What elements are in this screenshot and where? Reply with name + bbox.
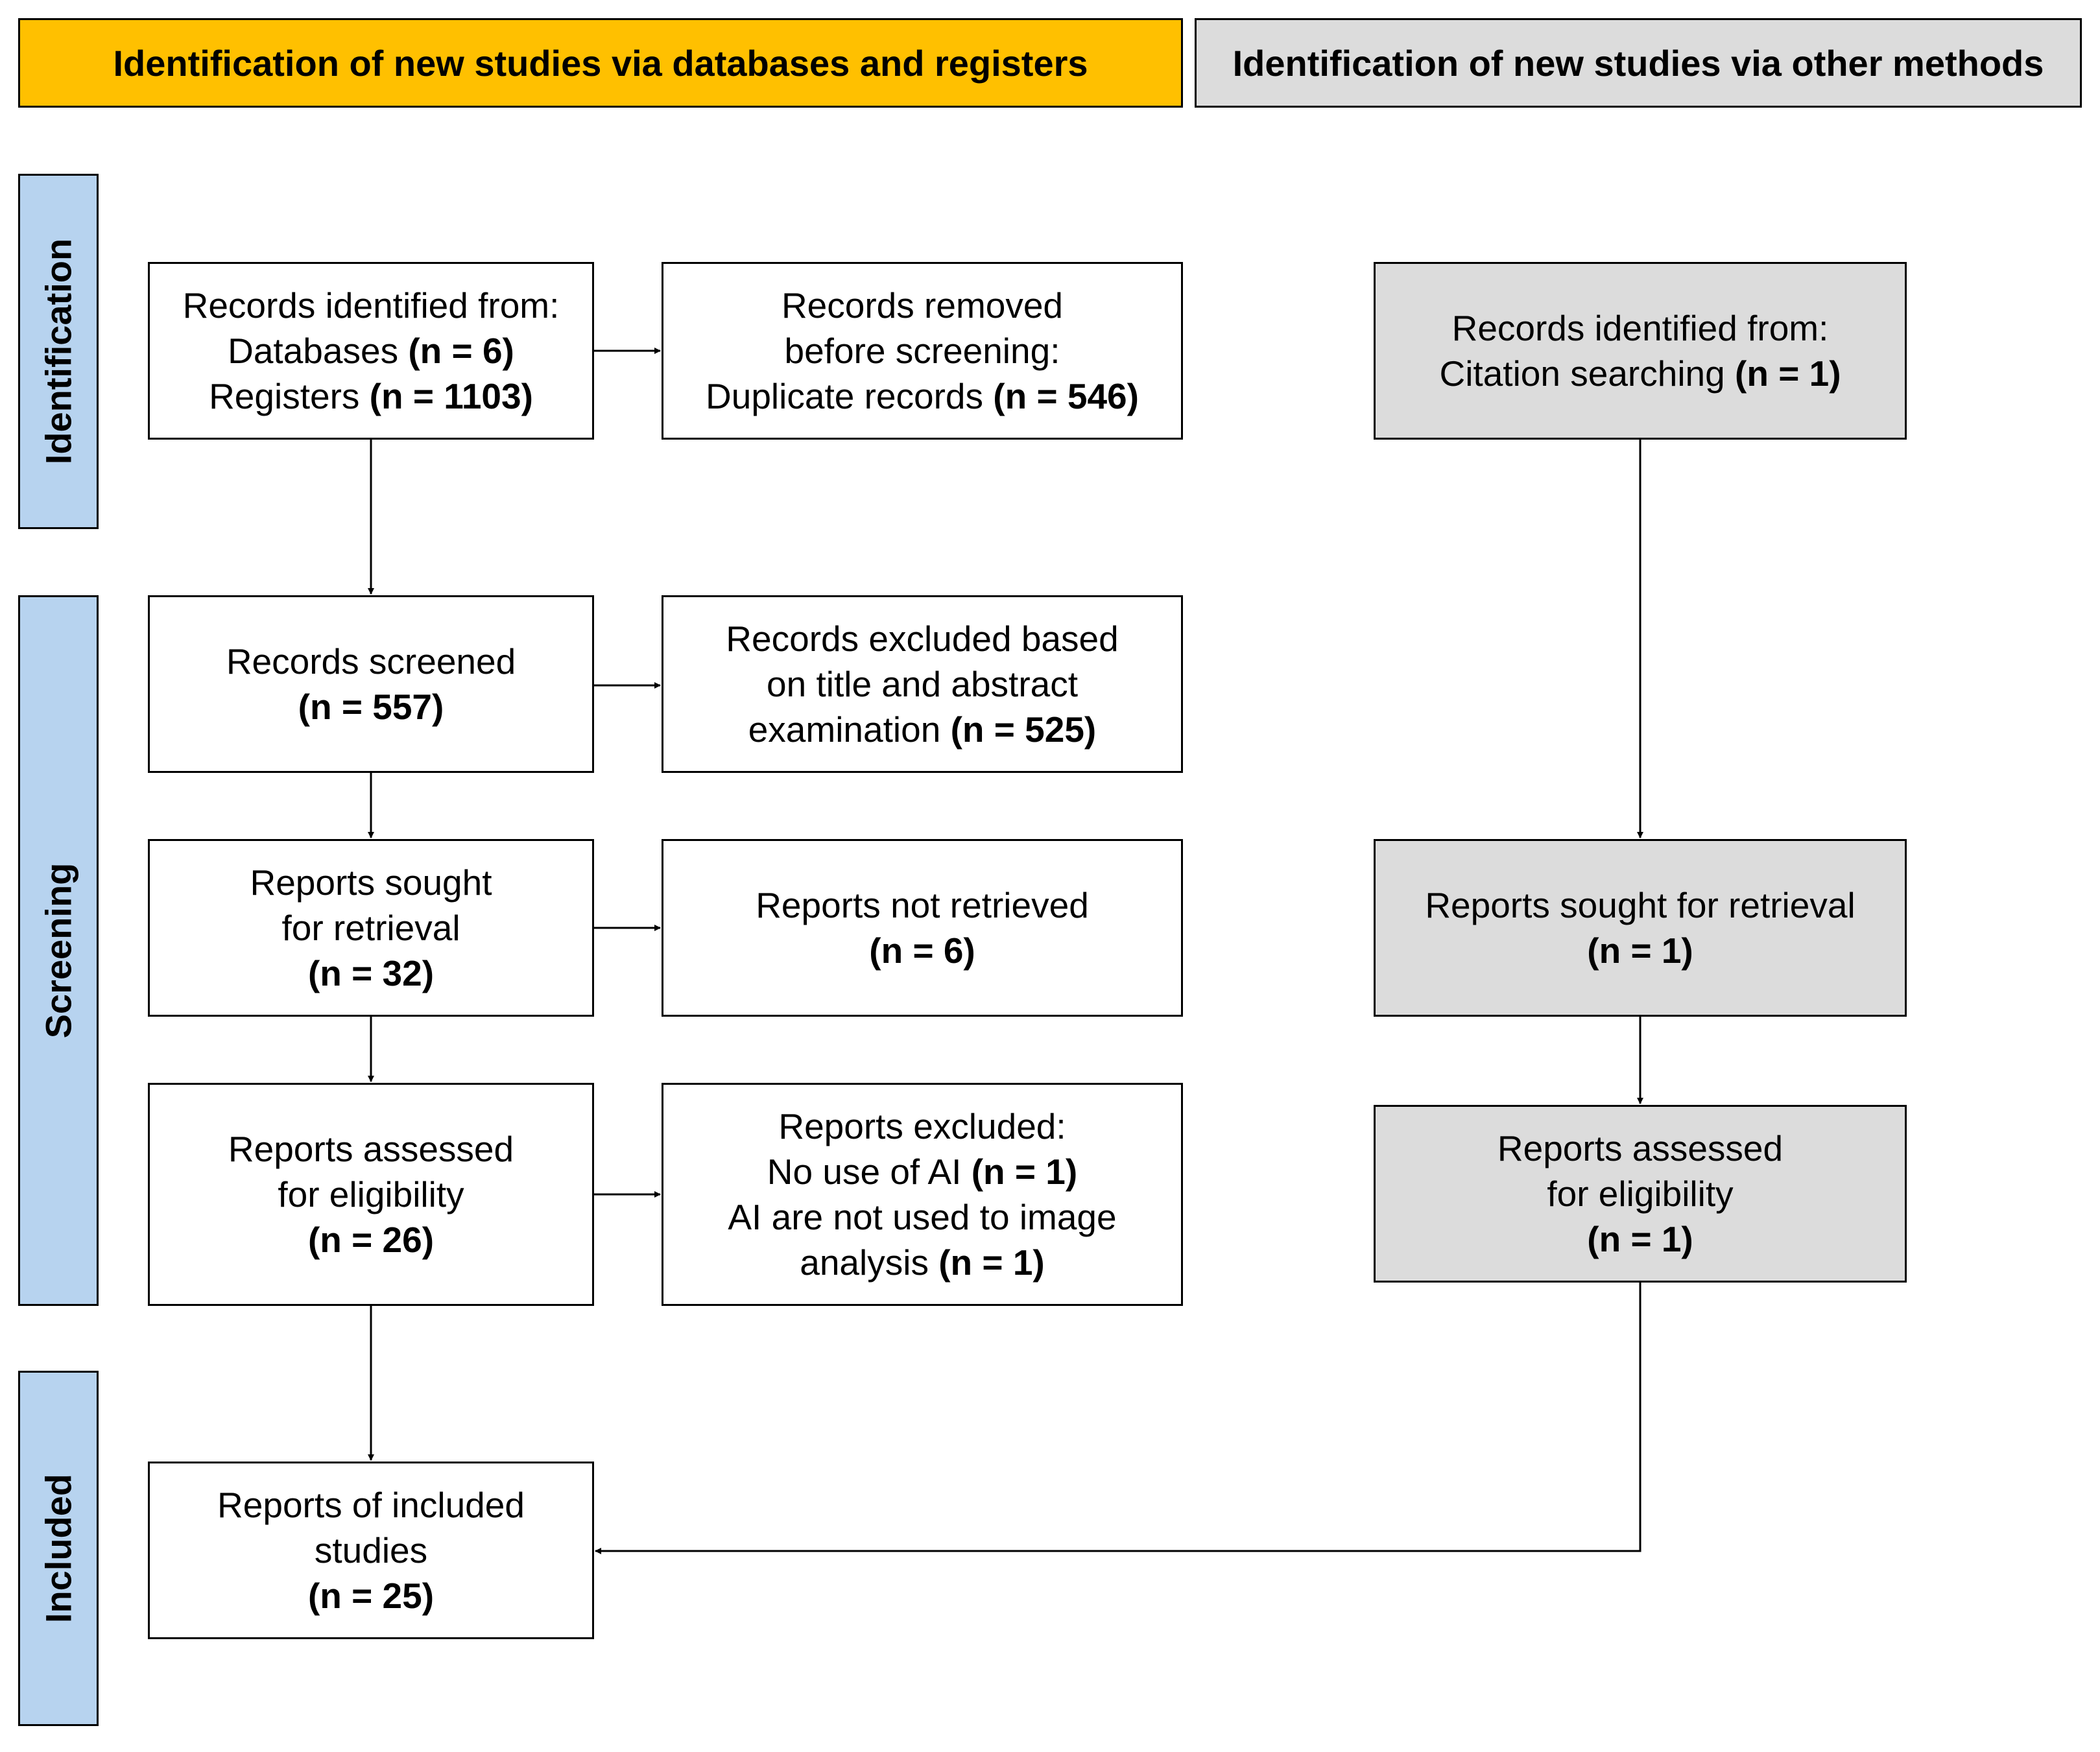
reports-excluded-line1: Reports excluded: <box>778 1106 1066 1146</box>
reports-assessed-box: Reports assessed for eligibility (n = 26… <box>148 1083 594 1306</box>
reports-not-retrieved-box: Reports not retrieved (n = 6) <box>662 839 1183 1017</box>
other-reports-sought-line1: Reports sought for retrieval <box>1425 885 1855 925</box>
other-records-identified-line2: Citation searching (n = 1) <box>1439 353 1841 394</box>
other-reports-sought-count: (n = 1) <box>1587 930 1693 971</box>
reports-excluded-line2: No use of AI (n = 1) <box>767 1152 1078 1192</box>
header-other-methods: Identification of new studies via other … <box>1195 18 2082 108</box>
reports-assessed-count: (n = 26) <box>307 1220 435 1260</box>
records-identified-line2: Databases (n = 6) <box>228 331 514 371</box>
records-excluded-line3: examination (n = 525) <box>748 709 1097 750</box>
other-reports-assessed-box: Reports assessed for eligibility (n = 1) <box>1374 1105 1907 1283</box>
included-studies-count: (n = 25) <box>307 1576 435 1616</box>
records-identified-line1: Records identified from: <box>182 285 560 326</box>
arrow-other-assessed-to-included <box>595 1283 1641 1554</box>
other-reports-assessed-count: (n = 1) <box>1587 1219 1693 1259</box>
header-databases: Identification of new studies via databa… <box>18 18 1183 108</box>
reports-sought-box: Reports sought for retrieval (n = 32) <box>148 839 594 1017</box>
records-screened-line1: Records screened <box>226 641 516 681</box>
reports-excluded-line3: AI are not used to image <box>728 1197 1117 1237</box>
reports-excluded-line4: analysis (n = 1) <box>800 1242 1045 1283</box>
records-excluded-box: Records excluded based on title and abst… <box>662 595 1183 773</box>
reports-excluded-box: Reports excluded: No use of AI (n = 1) A… <box>662 1083 1183 1306</box>
records-removed-line2: before screening: <box>784 331 1060 371</box>
other-records-identified-line1: Records identified from: <box>1451 308 1829 348</box>
records-screened-box: Records screened (n = 557) <box>148 595 594 773</box>
records-excluded-line1: Records excluded based <box>726 619 1119 659</box>
other-reports-assessed-line1: Reports assessed <box>1497 1128 1784 1168</box>
reports-not-retrieved-count: (n = 6) <box>869 930 975 971</box>
records-removed-box: Records removed before screening: Duplic… <box>662 262 1183 440</box>
reports-not-retrieved-line1: Reports not retrieved <box>756 885 1089 925</box>
stage-identification: Identification <box>18 174 99 529</box>
reports-assessed-line2: for eligibility <box>278 1174 464 1214</box>
included-studies-box: Reports of included studies (n = 25) <box>148 1462 594 1639</box>
other-records-identified-box: Records identified from: Citation search… <box>1374 262 1907 440</box>
included-studies-line2: studies <box>314 1530 428 1570</box>
records-excluded-line2: on title and abstract <box>766 664 1078 704</box>
header-databases-label: Identification of new studies via databa… <box>113 42 1088 84</box>
records-removed-line1: Records removed <box>781 285 1064 326</box>
header-other-methods-label: Identification of new studies via other … <box>1232 42 2044 84</box>
reports-sought-line1: Reports sought <box>250 862 492 903</box>
records-identified-box: Records identified from: Databases (n = … <box>148 262 594 440</box>
reports-sought-line2: for retrieval <box>281 908 460 948</box>
reports-assessed-line1: Reports assessed <box>228 1129 514 1169</box>
reports-sought-count: (n = 32) <box>307 953 435 993</box>
other-reports-assessed-line2: for eligibility <box>1547 1174 1734 1214</box>
other-reports-sought-box: Reports sought for retrieval (n = 1) <box>1374 839 1907 1017</box>
included-studies-line1: Reports of included <box>217 1485 525 1525</box>
records-removed-line3: Duplicate records (n = 546) <box>706 376 1139 416</box>
stage-included: Included <box>18 1371 99 1726</box>
records-identified-line3: Registers (n = 1103) <box>209 376 533 416</box>
records-screened-count: (n = 557) <box>298 687 444 727</box>
stage-screening: Screening <box>18 595 99 1306</box>
